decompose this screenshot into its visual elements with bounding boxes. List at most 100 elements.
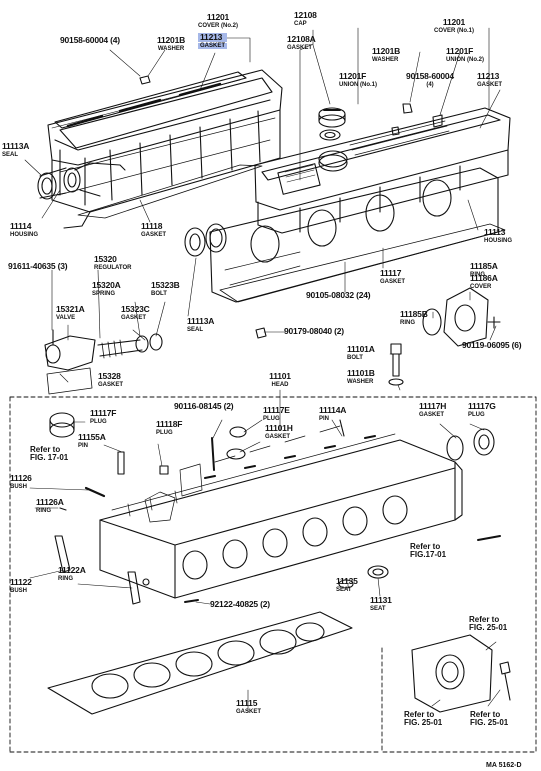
part-name: SEAT [336, 586, 352, 593]
part-name: GASKET [198, 42, 228, 49]
ref-fig-25-01-top[interactable]: Refer to FIG. 25-01 [469, 616, 507, 632]
part-name: PIN [319, 415, 330, 422]
label-15321a-valve: 15321A VALVE [56, 305, 85, 321]
part-number: 11122A [58, 565, 86, 575]
part-name: SPRING [92, 290, 116, 297]
regulator-drawing [44, 329, 163, 395]
part-number: 11201B [156, 35, 186, 45]
part-name: RING [58, 575, 73, 582]
part-number: 12108 [294, 10, 317, 20]
part-name: HOUSING [484, 237, 513, 244]
part-name: PLUG [263, 415, 280, 422]
part-name: SEAT [370, 605, 386, 612]
part-number: 11118 [141, 221, 163, 231]
label-11118f-plug: 11118F PLUG [156, 420, 182, 436]
part-name: PLUG [90, 418, 107, 425]
gasket-11118-drawing [77, 164, 263, 219]
label-92122: 92122-40825 (2) [210, 600, 270, 609]
ref-line1: Refer to [469, 615, 500, 624]
label-15323b-bolt: 15323B BOLT [151, 281, 180, 297]
part-number: 11114A [319, 405, 347, 415]
cover-no2-drawing [47, 69, 283, 229]
part-name: PLUG [156, 429, 173, 436]
part-number: 90158-60004 (4) [60, 35, 120, 45]
part-name: REGULATOR [94, 264, 132, 271]
part-name: VALVE [56, 314, 76, 321]
part-number: 11117H [419, 401, 447, 411]
label-11115-gasket: 11115 GASKET [236, 699, 261, 715]
label-11201-cover-no2: 11201 COVER (No.2) [178, 13, 258, 29]
part-name: GASKET [287, 44, 313, 51]
housing-right-drawing [184, 167, 499, 303]
part-number: 11117E [263, 405, 290, 415]
part-number: 90105-08032 (24) [306, 290, 371, 300]
leader-lines [24, 27, 501, 713]
label-11135-seat: 11135 SEAT [336, 577, 358, 593]
label-11126a-ring: 11126A RING [36, 498, 64, 514]
label-15323c-gasket: 15323C GASKET [121, 305, 150, 321]
housing-left-drawing [37, 162, 126, 200]
union-fittings-drawing [402, 103, 443, 128]
gasket-11117-drawing [219, 223, 506, 303]
cover-gasket-left-drawing [51, 71, 247, 129]
part-number: 11135 [336, 576, 358, 586]
label-11213-left-highlighted[interactable]: 11213 GASKET [198, 33, 228, 49]
label-11101a-bolt: 11101A BOLT [347, 345, 375, 361]
part-number: 11201B [372, 46, 401, 56]
part-number: 11213 [477, 71, 500, 81]
part-number: 11201 [442, 17, 466, 27]
ref-line1: Refer to [404, 710, 435, 719]
label-11114-housing: 11114 HOUSING [10, 222, 38, 238]
nut-drawing [255, 327, 267, 339]
head-group-dashed-box [9, 396, 537, 753]
label-90105: 90105-08032 (24) [306, 290, 371, 300]
part-number: 11114 [10, 221, 32, 231]
label-11117e-plug: 11117E PLUG [263, 406, 290, 422]
ref-fig-25-01-bottom-right[interactable]: Refer to FIG. 25-01 [470, 711, 508, 727]
part-number: 11101A [347, 344, 375, 354]
part-number: 11213 [198, 33, 228, 42]
label-11118-gasket: 11118 GASKET [141, 222, 166, 238]
label-11122-bush: 11122 BUSH [10, 578, 32, 594]
label-11113a-top: 11113A SEAL [2, 142, 29, 158]
label-15320-regulator: 15320 REGULATOR [94, 255, 131, 271]
ref-fig-25-01-bottom-left[interactable]: Refer to FIG. 25-01 [404, 711, 442, 727]
part-name: CAP [294, 20, 307, 27]
part-number: 11113 [484, 227, 506, 237]
part-name: COVER (No.2) [197, 22, 238, 29]
part-name: HOUSING [10, 231, 39, 238]
cover-no1-drawing [254, 107, 511, 234]
ref-fig-17-01-right[interactable]: Refer to FIG.17-01 [410, 543, 446, 559]
part-number: 11155A [78, 432, 106, 442]
label-90116: 90116-08145 (2) [174, 402, 234, 411]
part-name: (4) [426, 81, 434, 88]
part-number: 15321A [56, 304, 85, 314]
part-number: 90158-60004 [406, 71, 454, 81]
water-outlet-drawing [411, 634, 511, 713]
part-name: WASHER [372, 56, 399, 63]
part-number: 11117 [380, 268, 402, 278]
part-number: 11113A [187, 316, 215, 326]
ref-line1: Refer to [410, 542, 441, 551]
part-name: WASHER [157, 45, 185, 52]
part-name: RING [470, 271, 485, 278]
part-name: UNION (No.1) [339, 81, 377, 88]
label-11201f-left: 11201F UNION (No.1) [339, 72, 377, 88]
part-number: 11185B [400, 309, 428, 319]
part-name: GASKET [380, 278, 406, 285]
label-11101h-gasket: 11101H GASKET [265, 424, 293, 440]
label-11113a-mid: 11113A SEAL [187, 317, 214, 333]
part-name: SEAL [2, 151, 19, 158]
part-name: GASKET [265, 433, 291, 440]
ref-fig-17-01-left[interactable]: Refer to FIG. 17-01 [30, 446, 68, 462]
label-15320a-spring: 15320A SPRING [92, 281, 121, 297]
part-name: PLUG [468, 411, 485, 418]
part-name: PIN [78, 442, 89, 449]
part-name: WASHER [347, 378, 374, 385]
label-11213-right: 11213 GASKET [477, 72, 502, 88]
part-number: 11118F [156, 419, 183, 429]
rear-cover-drawing [422, 287, 501, 347]
ref-line2: FIG. 17-01 [30, 453, 69, 462]
label-91611: 91611-40635 (3) [8, 262, 68, 271]
label-12108-cap: 12108 CAP [294, 11, 317, 27]
